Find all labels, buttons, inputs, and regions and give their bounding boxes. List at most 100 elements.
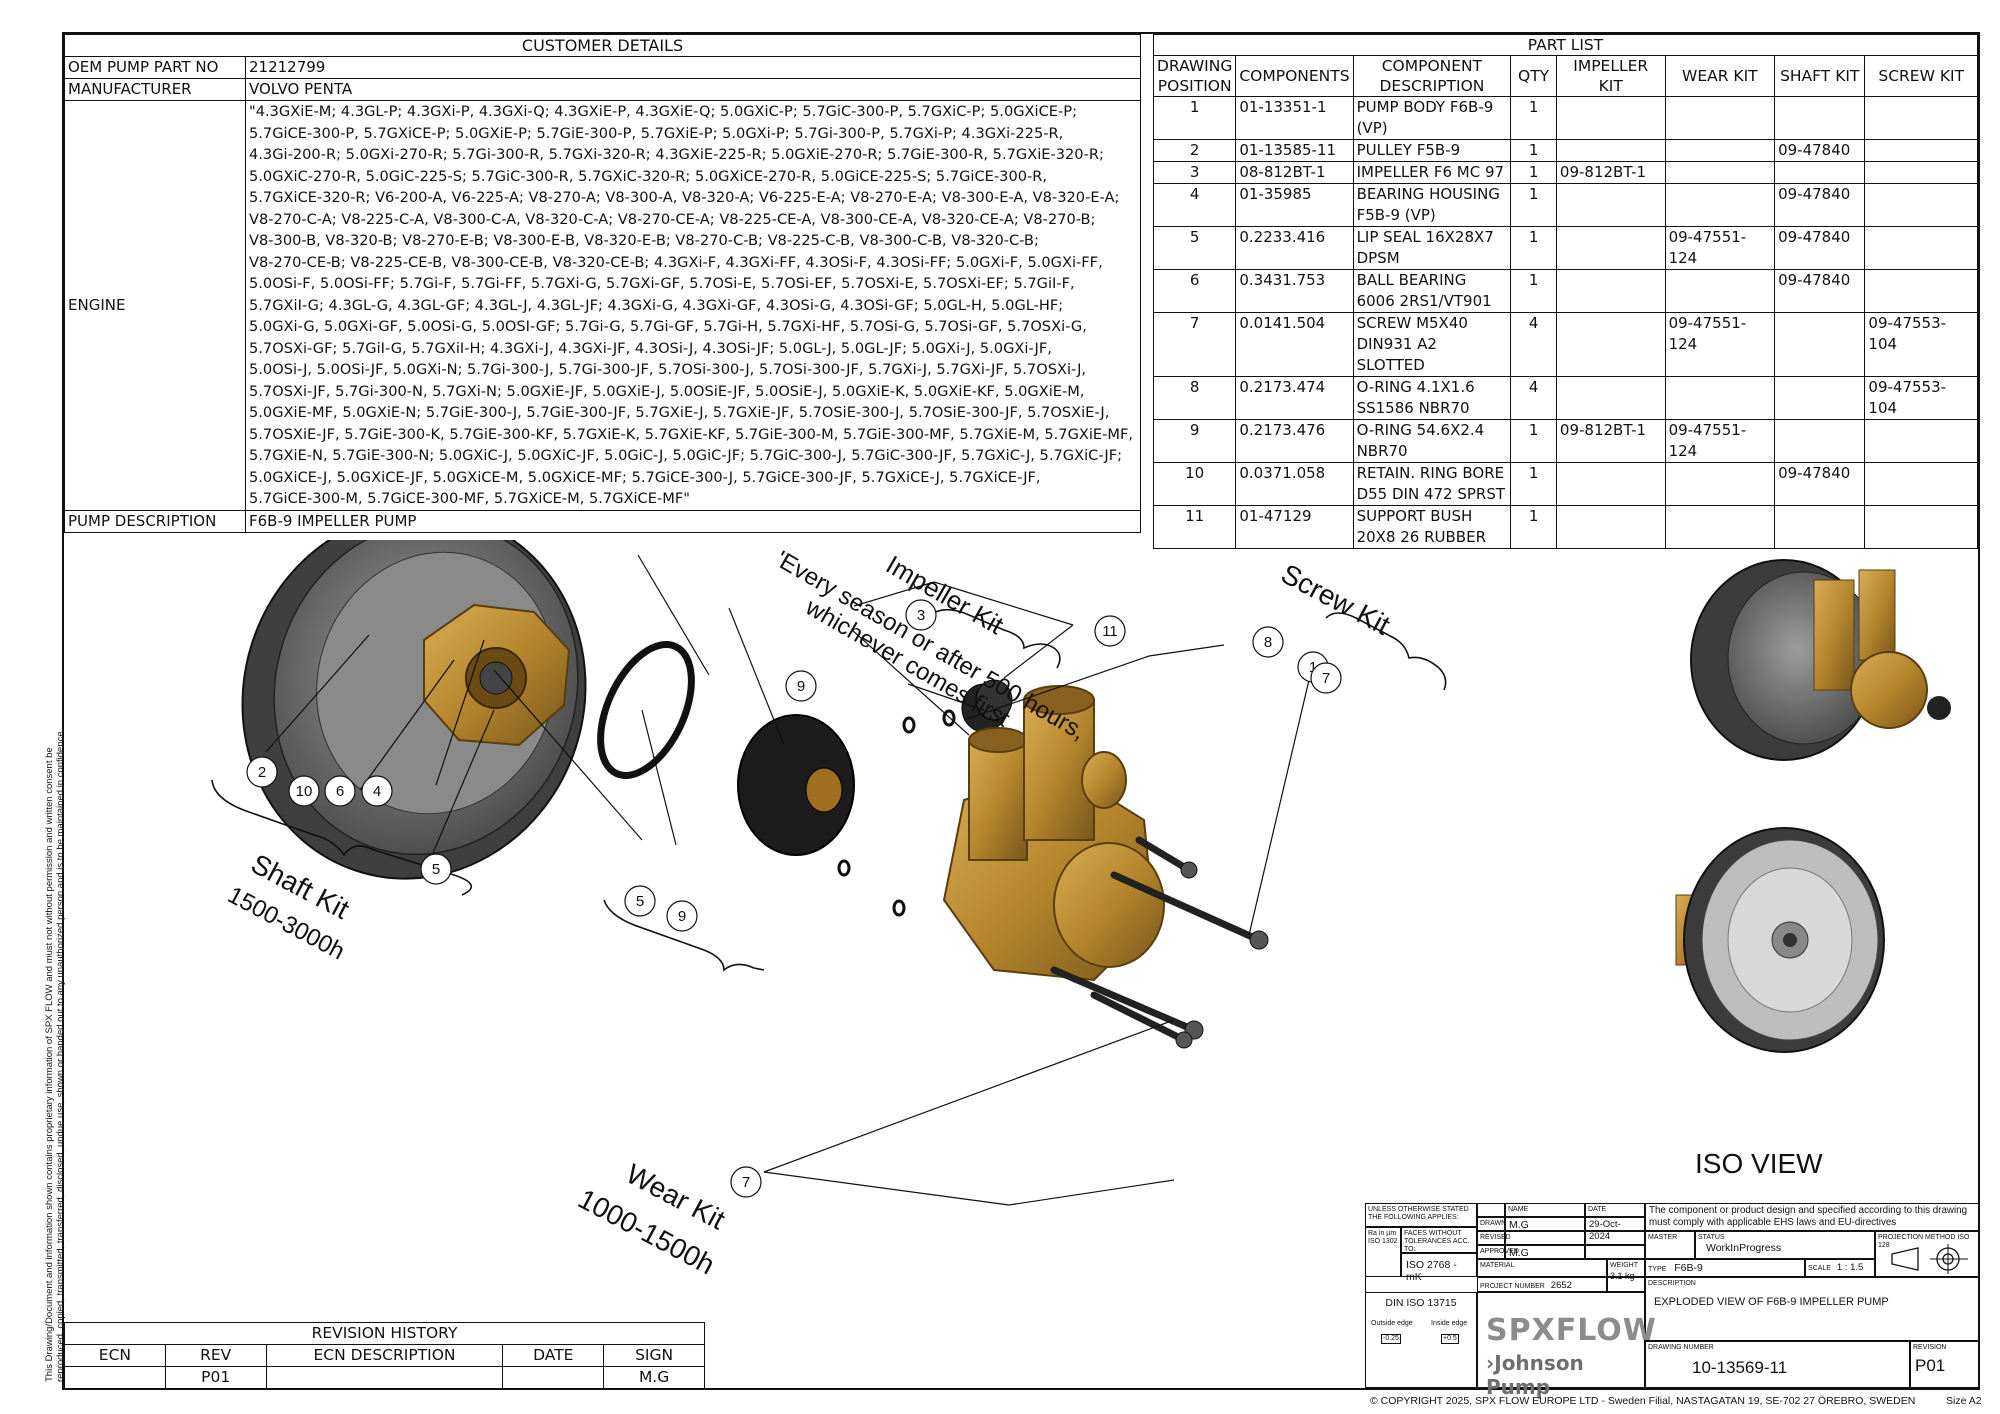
part-cell: 0.2173.474: [1235, 376, 1354, 420]
copyright: © COPYRIGHT 2025, SPX FLOW EUROPE LTD - …: [1370, 1395, 1916, 1407]
kit-brackets: [211, 608, 1447, 972]
revision-label: REVISION: [1913, 1344, 1947, 1351]
rev-header: ECN: [64, 1344, 166, 1367]
balloon-2: 2: [246, 756, 278, 788]
part-cell: [1774, 505, 1866, 549]
part-cell: 1: [1510, 226, 1557, 270]
oem-part-label: OEM PUMP PART NO: [64, 56, 246, 79]
type-value: F6B-9: [1674, 1262, 1703, 1274]
material-label: MATERIAL: [1477, 1259, 1607, 1277]
balloon-7: 7: [730, 1166, 762, 1198]
engine-line: 5.0GXiCE-J, 5.0GXiCE-JF, 5.0GXiCE-M, 5.0…: [249, 468, 1041, 486]
part-cell: 09-812BT-1: [1555, 419, 1666, 463]
engine-list: "4.3GXiE-M; 4.3GL-P; 4.3GXi-P, 4.3GXi-Q;…: [245, 100, 1141, 511]
part-cell: 09-47553-104: [1864, 376, 1978, 420]
projection-label: PROJECTION METHOD ISO 128: [1878, 1234, 1970, 1249]
faces-note: FACES WITHOUT TOLERANCES ACC. TO:: [1401, 1227, 1477, 1253]
projection-cell: PROJECTION METHOD ISO 128: [1875, 1231, 1979, 1277]
part-cell: 0.0371.058: [1235, 462, 1354, 506]
description-label: DESCRIPTION: [1648, 1280, 1696, 1287]
svg-text:5: 5: [636, 893, 644, 910]
o-ring-small: [902, 716, 916, 734]
screws: [1050, 836, 1263, 1044]
part-cell: PUMP BODY F6B-9 (VP): [1352, 96, 1512, 140]
drawn-date: 29-Oct-2024: [1585, 1217, 1645, 1242]
part-cell: [1774, 161, 1866, 184]
engine-line: 5.7GXiE-N, 5.7GiE-300-N; 5.0GXiC-J, 5.0G…: [249, 447, 1123, 464]
engine-line: 5.0GXiC-270-R, 5.0GiC-225-S; 5.7GiC-300-…: [249, 167, 1048, 185]
part-cell: O-RING 4.1X1.6 SS1586 NBR70: [1352, 376, 1512, 420]
part-cell: [1774, 376, 1866, 420]
exploded-view-drawing: 1 2 3 4 5 5 6 7 7 8 9 9 10 11 Impeller K…: [211, 540, 1951, 1280]
col-header: IMPELLER KIT: [1555, 55, 1666, 97]
balloon-9: 9: [785, 670, 817, 702]
screw-kit-label: Screw Kit: [1276, 558, 1395, 641]
part-cell: 10: [1152, 462, 1237, 506]
customer-details-title: CUSTOMER DETAILS: [64, 34, 1141, 57]
part-cell: LIP SEAL 16X28X7 DPSM: [1352, 226, 1512, 270]
part-cell: [1555, 269, 1666, 313]
part-cell: [1664, 139, 1776, 162]
johnson-pump-logo: ›Johnson Pump: [1486, 1351, 1644, 1399]
confidentiality-note: This Drawing/Document and information sh…: [44, 728, 66, 1382]
part-list-header-row: DRAWING POSITION COMPONENTS COMPONENT DE…: [1152, 55, 1978, 97]
balloon-6: 6: [324, 775, 356, 807]
part-cell: [1555, 139, 1666, 162]
part-cell: [1864, 419, 1978, 463]
part-cell: 09-47551-124: [1664, 312, 1776, 377]
part-cell: [1864, 505, 1978, 549]
part-cell: 1: [1510, 419, 1557, 463]
iso2768: ISO 2768 - mK: [1401, 1253, 1477, 1283]
part-cell: SCREW M5X40 DIN931 A2 SLOTTED: [1352, 312, 1512, 377]
part-cell: 0.2173.476: [1235, 419, 1354, 463]
part-cell: 01-13585-11: [1235, 139, 1354, 162]
din-iso: DIN ISO 13715: [1385, 1297, 1457, 1309]
part-cell: RETAIN. RING BORE D55 DIN 472 SPRST: [1352, 462, 1512, 506]
pump-description-value: F6B-9 IMPELLER PUMP: [245, 509, 1141, 533]
part-cell: SUPPORT BUSH 20X8 26 RUBBER: [1352, 505, 1512, 549]
part-cell: 09-47551-124: [1664, 419, 1776, 463]
part-cell: [1555, 226, 1666, 270]
part-cell: 11: [1152, 505, 1237, 549]
part-cell: [1664, 183, 1776, 227]
rev-header: REV: [164, 1344, 267, 1367]
part-cell: [1774, 312, 1866, 377]
rev-cell: P01: [164, 1366, 267, 1389]
part-cell: [1864, 139, 1978, 162]
col-header: COMPONENTS: [1235, 55, 1354, 97]
rev-header: ECN DESCRIPTION: [265, 1344, 504, 1367]
engine-line: 5.7OSXi-GF; 5.7GiI-G, 5.7GXiI-H; 4.3GXi-…: [249, 339, 1052, 357]
balloon-5: 5: [420, 853, 452, 885]
drawing-frame: [62, 32, 1980, 1390]
pump-description-label: PUMP DESCRIPTION: [64, 509, 246, 533]
rev-cell: [64, 1366, 166, 1389]
engine-line: "4.3GXiE-M; 4.3GL-P; 4.3GXi-P, 4.3GXi-Q;…: [249, 103, 1077, 120]
part-cell: 1: [1510, 96, 1557, 140]
col-header: SCREW KIT: [1864, 55, 1978, 97]
master-label: MASTER: [1645, 1231, 1695, 1259]
type-label: TYPE: [1648, 1266, 1667, 1273]
part-cell: [1664, 462, 1776, 506]
part-cell: 1: [1510, 139, 1557, 162]
project-value: 2652: [1550, 1280, 1572, 1291]
svg-text:10: 10: [296, 783, 313, 800]
balloon-7: 7: [1310, 662, 1342, 694]
svg-text:2: 2: [258, 764, 266, 781]
part-cell: 3: [1152, 161, 1237, 184]
part-list-table: PART LIST DRAWING POSITION COMPONENTS CO…: [1152, 34, 1978, 549]
part-cell: 1: [1510, 161, 1557, 184]
outside-edge-label: Outside edge: [1371, 1320, 1413, 1327]
part-cell: [1555, 96, 1666, 140]
part-cell: [1774, 419, 1866, 463]
part-cell: 0.0141.504: [1235, 312, 1354, 377]
unless-stated: UNLESS OTHERWISE STATED THE FOLLOWING AP…: [1365, 1203, 1477, 1227]
part-cell: [1664, 269, 1776, 313]
drawing-number-cell: DRAWING NUMBER 10-13569-11: [1645, 1341, 1910, 1388]
part-cell: O-RING 54.6X2.4 NBR70: [1352, 419, 1512, 463]
scale-cell: SCALE 1 : 1.5: [1805, 1259, 1875, 1277]
iso-view-top: [1690, 559, 1951, 761]
drawn-name: M.G: [1505, 1217, 1585, 1231]
